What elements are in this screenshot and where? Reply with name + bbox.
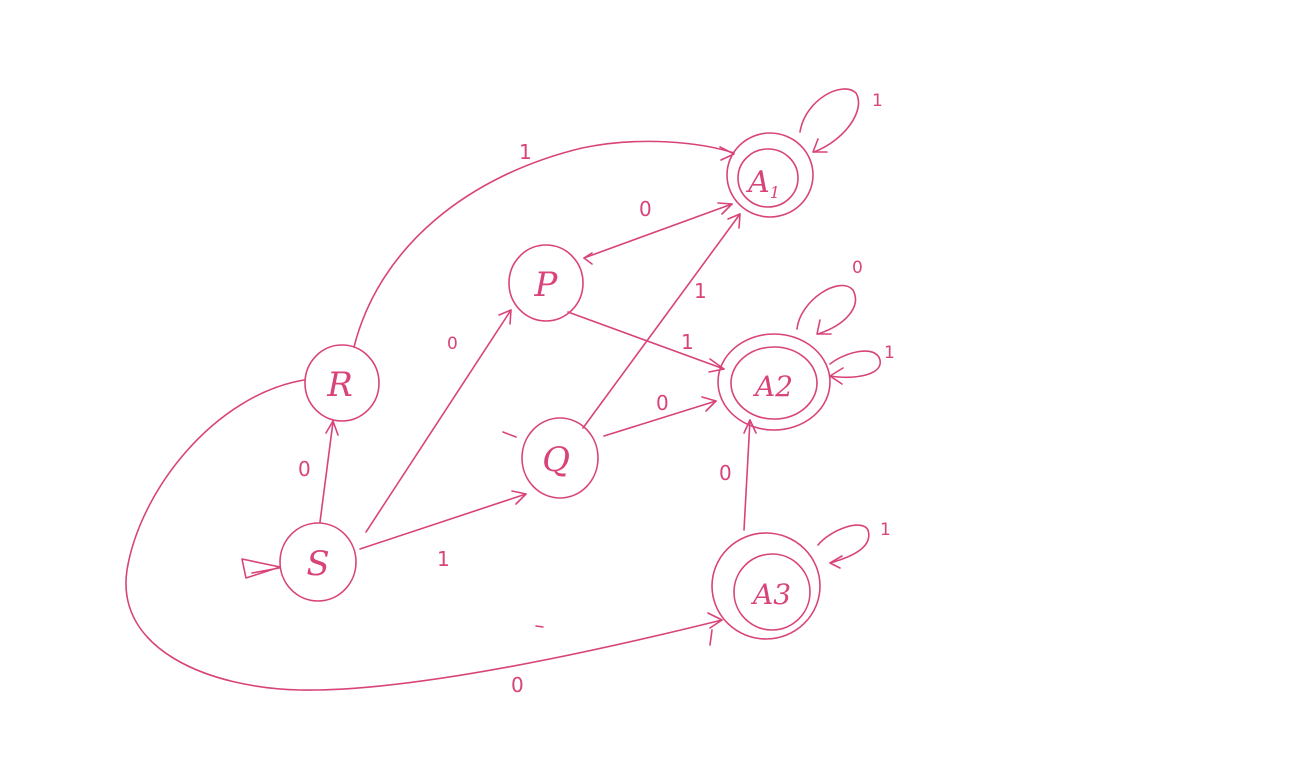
state-a3: A3 (711, 532, 821, 640)
state-a2-inner-circle (730, 346, 818, 420)
edge-p-a2-line (567, 311, 725, 370)
loop-a2-0-label: 0 (852, 258, 863, 278)
edge-p-a2-arrowhead (708, 358, 725, 373)
edge-r-a1-label: 1 (519, 140, 532, 164)
stray-mark (502, 431, 517, 438)
loop-a3-label: 1 (880, 520, 891, 540)
state-q-circle (521, 417, 599, 499)
state-a2-label: A2 (752, 370, 793, 403)
edge-a3-a2-line (743, 419, 751, 531)
edge-s-p: 0 (365, 309, 512, 533)
edge-p-a1: 0 (583, 197, 733, 265)
loop-a1-arrowhead (812, 138, 828, 153)
stray-dot (535, 625, 544, 628)
edge-s-p-label: 0 (447, 334, 458, 354)
loop-a2-1-arrowhead (829, 367, 844, 385)
edge-r-a1: 1 (353, 140, 735, 348)
edge-q-a2-line (603, 400, 717, 437)
edge-r-a1-line (353, 140, 735, 348)
edge-p-a1-line (583, 203, 733, 259)
loop-a2-1-label: 1 (884, 343, 895, 363)
edge-r-a3: 0 (125, 379, 723, 697)
loop-a1-line (799, 88, 860, 153)
edge-r-a3-entry-tick (709, 629, 713, 646)
loop-a2-1: 1 (829, 343, 895, 385)
edge-r-a3-line (125, 379, 723, 691)
edge-a3-a2: 0 (719, 419, 757, 531)
edge-a3-a2-label: 0 (719, 461, 732, 485)
state-s-circle (279, 522, 357, 602)
edge-s-p-arrowhead (498, 309, 512, 325)
edge-a3-a2-arrowhead (743, 419, 757, 434)
state-r: R (304, 344, 380, 422)
edge-q-a1-arrowhead (727, 213, 741, 229)
state-a3-inner-circle (733, 553, 811, 631)
loop-a1-label: 1 (872, 91, 883, 111)
loop-a2-1-line (829, 350, 881, 379)
edge-q-a1: 1 (582, 213, 741, 429)
loop-a2-0: 0 (796, 258, 863, 335)
edge-p-a1-tail-tick (583, 252, 593, 265)
edge-s-q-line (359, 493, 527, 550)
state-a3-label: A3 (750, 578, 791, 611)
edge-q-a1-line (582, 213, 741, 429)
loop-a2-0-arrowhead (816, 319, 832, 335)
state-a1: A1 (726, 132, 814, 218)
edge-r-a1-arrowhead (719, 146, 735, 161)
loop-a3-arrowhead (829, 555, 843, 569)
state-a1-outer-circle (726, 132, 814, 218)
edge-s-r-line (319, 421, 334, 523)
state-p: P (508, 244, 584, 322)
loop-a1: 1 (799, 88, 883, 153)
state-p-label: P (534, 265, 559, 305)
state-a2: A2 (717, 333, 831, 431)
state-r-circle (304, 344, 380, 422)
edge-s-r-arrowhead (325, 420, 339, 436)
state-r-label: R (326, 365, 353, 405)
state-q-label: Q (542, 440, 570, 480)
state-a2-outer-circle (717, 333, 831, 431)
state-q: Q (521, 417, 599, 499)
edge-s-r: 0 (298, 420, 339, 523)
edge-s-q: 1 (359, 490, 527, 571)
edge-s-r-label: 0 (298, 457, 311, 481)
edge-s-q-arrowhead (511, 490, 527, 505)
edge-p-a1-arrowhead (717, 202, 733, 215)
state-a1-label: A1 (745, 165, 780, 202)
edge-q-a2: 0 (603, 391, 717, 437)
loop-a2-0-line (796, 284, 857, 335)
state-p-circle (508, 244, 584, 322)
start-arrow (241, 558, 281, 579)
state-a3-outer-circle (711, 532, 821, 640)
edge-q-a1-label: 1 (694, 279, 707, 303)
edge-p-a1-label: 0 (639, 197, 652, 221)
loop-a3: 1 (817, 520, 891, 569)
edge-s-p-line (365, 309, 512, 533)
edge-p-a2-label: 1 (681, 330, 694, 354)
edge-s-q-label: 1 (437, 547, 450, 571)
edge-q-a2-label: 0 (656, 391, 669, 415)
edge-r-a3-arrowhead (707, 612, 723, 629)
state-a1-inner-circle (737, 148, 799, 208)
state-s-label: S (306, 544, 329, 584)
state-s: S (279, 522, 357, 602)
edge-p-a2: 1 (567, 311, 725, 373)
loop-a3-line (817, 524, 870, 564)
edge-q-a2-arrowhead (701, 396, 717, 412)
edge-r-a3-label: 0 (511, 673, 524, 697)
